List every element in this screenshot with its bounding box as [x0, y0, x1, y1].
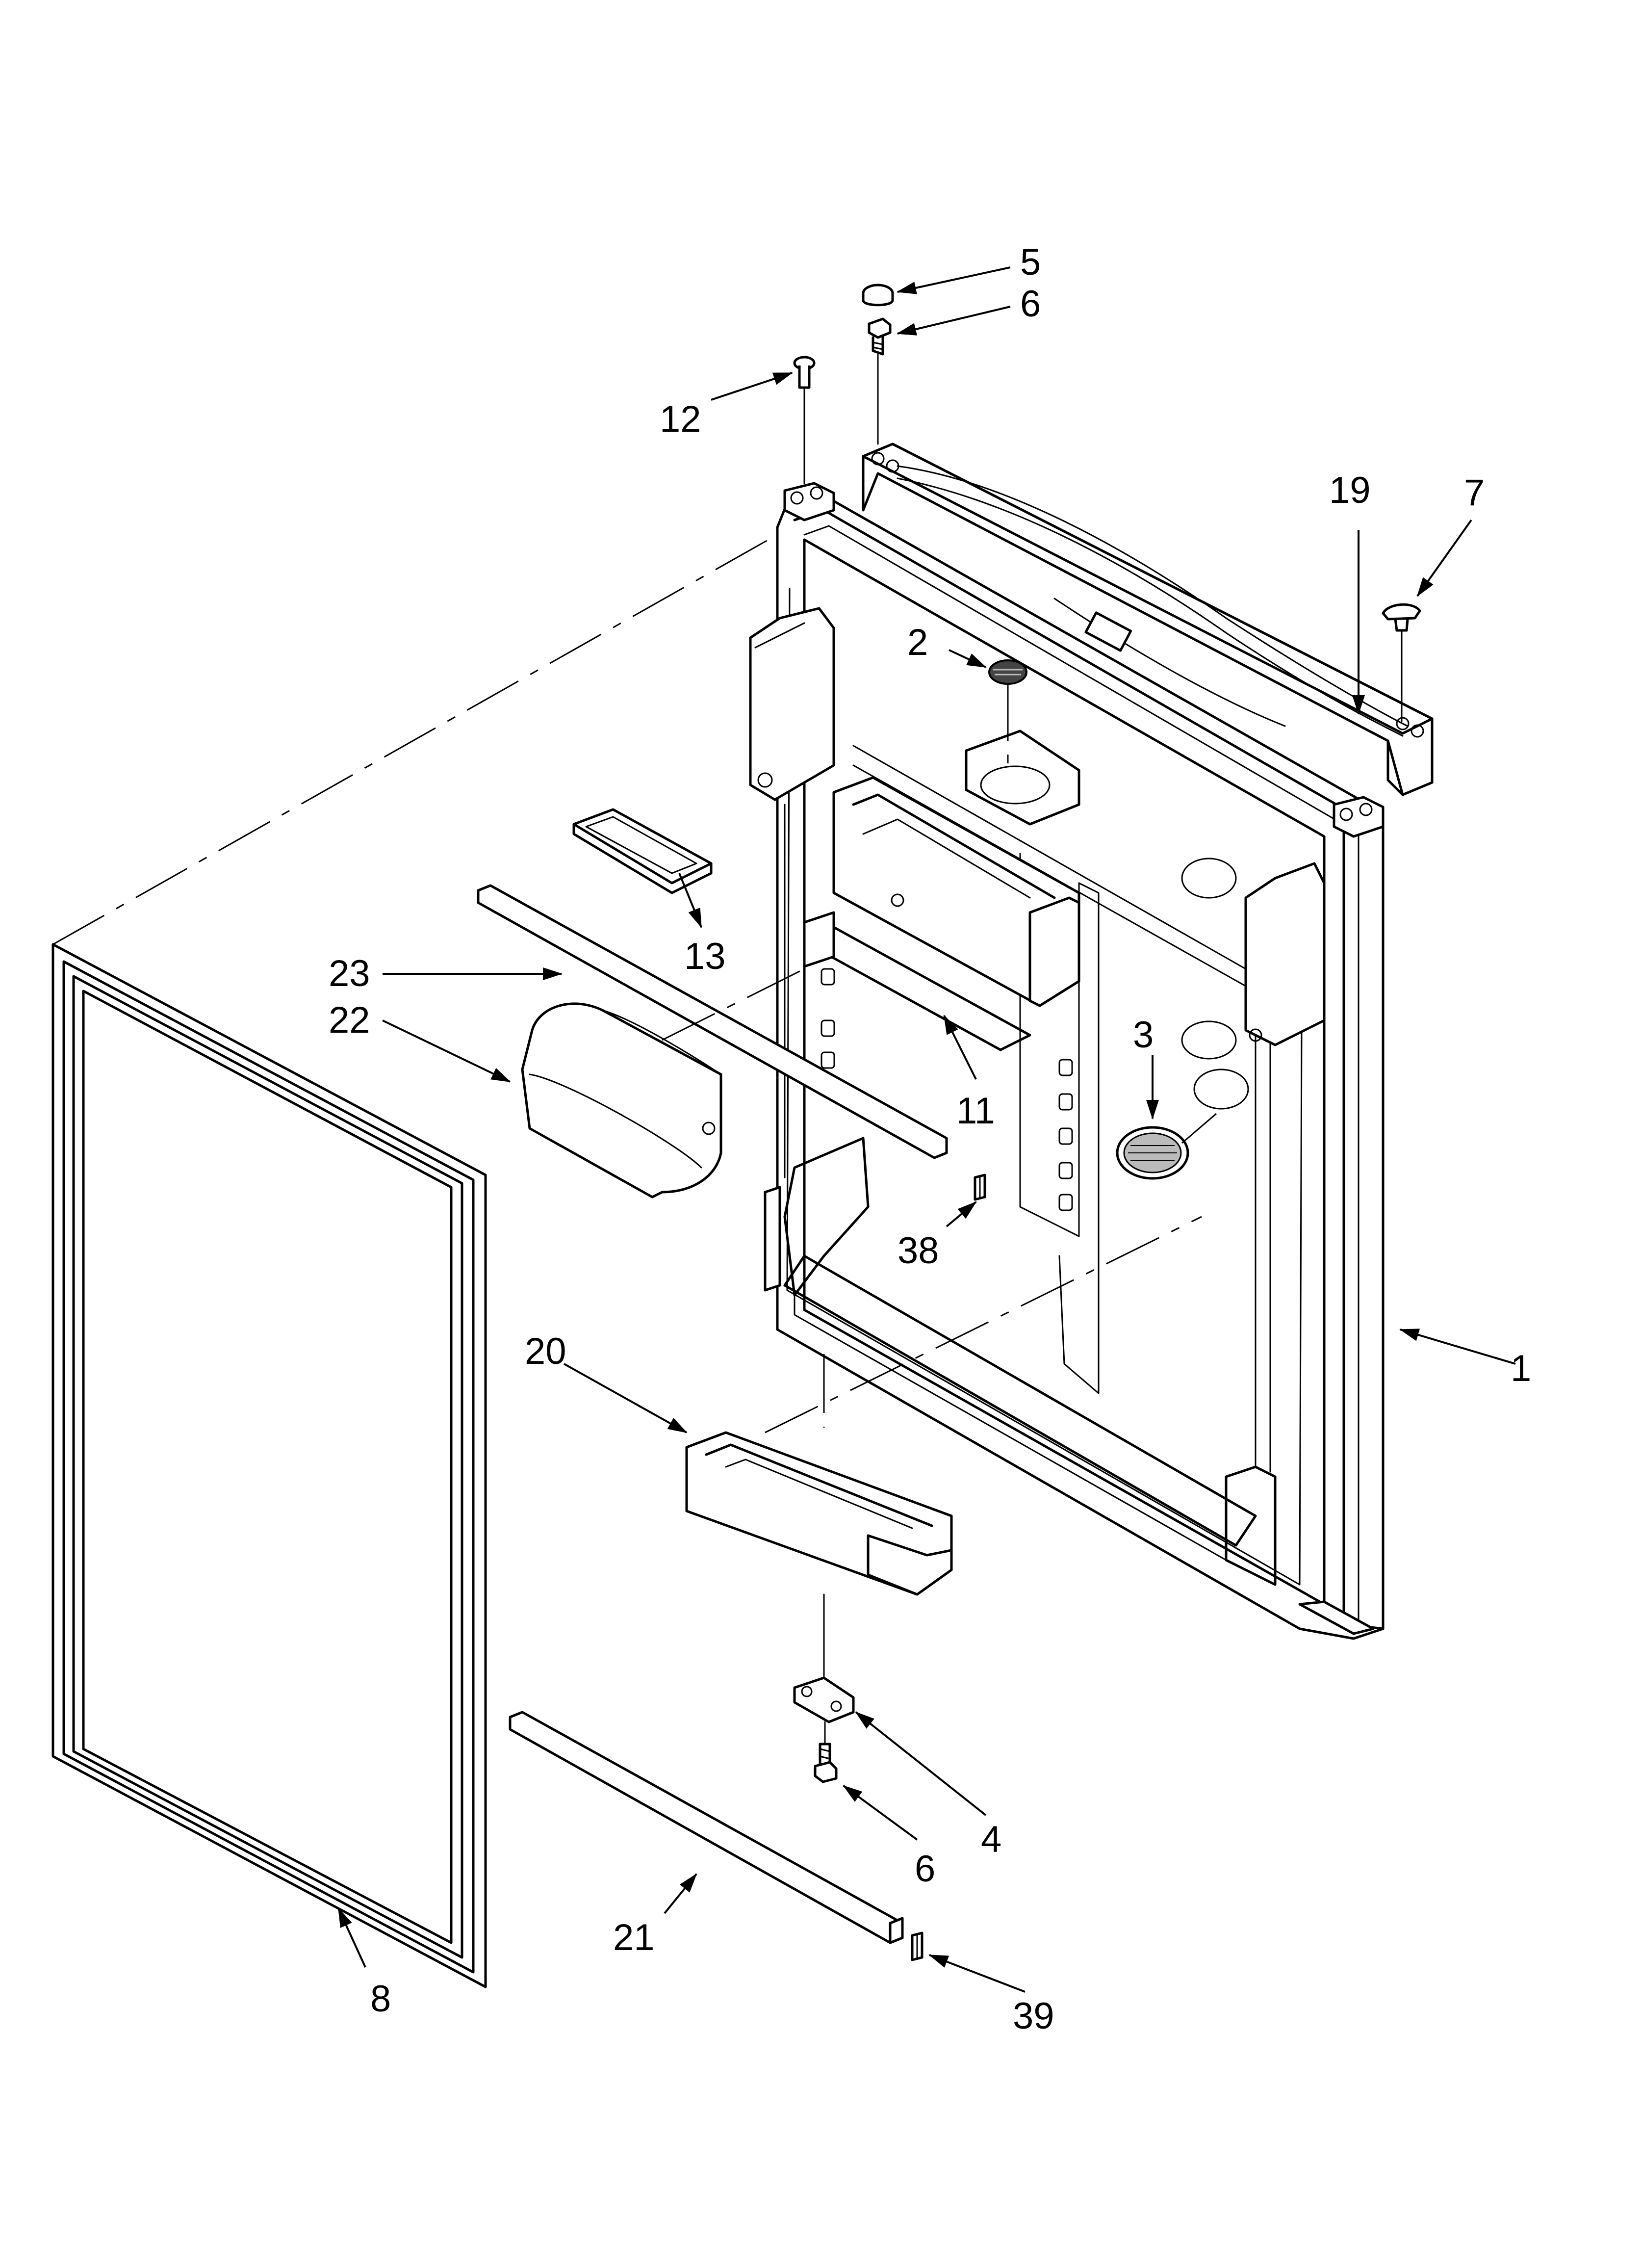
callout-11: 11 [956, 1090, 995, 1132]
door-pin-part [793, 356, 816, 484]
callout-5: 5 [1020, 241, 1041, 283]
door-liner-part [749, 482, 1385, 1640]
leader-lines [337, 266, 1516, 1993]
callout-23: 23 [329, 953, 370, 994]
callout-1: 1 [1511, 1348, 1531, 1389]
small-tray-part [572, 808, 713, 894]
callout-6-bottom: 6 [915, 1848, 935, 1890]
callout-22: 22 [329, 999, 370, 1041]
trim-strip-long-part [477, 884, 948, 1159]
cylinder-cover-part [521, 965, 810, 1199]
callout-21: 21 [613, 1917, 655, 1958]
door-top-cap-part [862, 443, 1434, 796]
lower-hinge-bracket-part [793, 1593, 855, 1723]
upper-door-bin-part [803, 776, 1080, 1051]
vent-grille-part [988, 659, 1027, 685]
lower-door-bin-part [685, 1216, 1202, 1596]
alignment-line-gasket [52, 524, 795, 945]
hinge-screw-top-part [868, 317, 892, 445]
door-gasket-part [51, 943, 487, 1988]
vent-cover-part [1116, 1113, 1217, 1180]
clip-part-38 [974, 1173, 986, 1201]
callout-8: 8 [370, 1978, 391, 2020]
callout-12: 12 [660, 398, 701, 440]
callout-19: 19 [1329, 469, 1371, 511]
callout-3: 3 [1133, 1014, 1154, 1056]
clip-part-39 [911, 1931, 924, 1961]
callout-7: 7 [1464, 472, 1485, 514]
callout-38: 38 [898, 1230, 939, 1272]
callout-20: 20 [525, 1330, 566, 1372]
cap-plug-part [1382, 603, 1421, 722]
trim-strip-bottom-part [509, 1711, 904, 1944]
hinge-plug-part [862, 284, 894, 307]
callout-13: 13 [684, 936, 726, 977]
callout-4: 4 [981, 1819, 1001, 1860]
callout-2: 2 [907, 622, 928, 663]
hinge-screw-bottom-part [814, 1721, 838, 1783]
callout-6-top: 6 [1020, 283, 1041, 325]
callout-39: 39 [1013, 1995, 1054, 2037]
